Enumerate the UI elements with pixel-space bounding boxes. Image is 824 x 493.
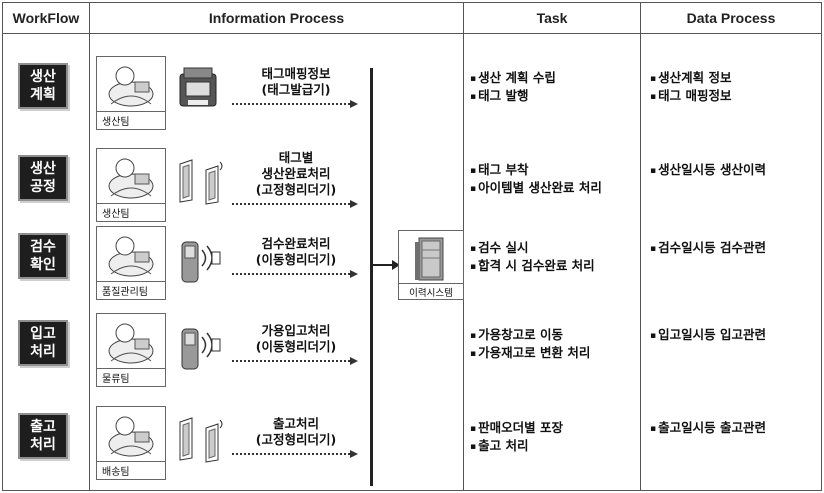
workflow-step-button[interactable]: 출고 처리: [18, 413, 68, 459]
data-item: 태그 매핑정보: [650, 88, 731, 106]
header-information-process: Information Process: [208, 10, 345, 26]
dotted-arrow: [232, 357, 358, 365]
dotted-arrow: [232, 100, 358, 108]
process-label: 태그별 생산완료처리 (고정형리더기): [255, 150, 337, 197]
task-list: 판매오더별 포장출고 처리: [470, 420, 563, 456]
data-item: 출고일시등 출고관련: [650, 420, 766, 438]
task-item: 합격 시 검수완료 처리: [470, 258, 595, 276]
task-item: 가용재고로 변환 처리: [470, 345, 590, 363]
team-label: 물류팀: [97, 368, 165, 386]
system-connector-line: [370, 68, 373, 486]
task-list: 태그 부착아이템별 생산완료 처리: [470, 162, 602, 198]
data-item: 검수일시등 검수관련: [650, 240, 766, 258]
team-card: 품질관리팀: [96, 226, 166, 300]
history-system-box: 이력시스템: [398, 230, 464, 300]
dotted-arrow: [232, 200, 358, 208]
dotted-arrow: [232, 270, 358, 278]
workflow-step-button[interactable]: 입고 처리: [18, 320, 68, 366]
task-item: 판매오더별 포장: [470, 420, 563, 438]
process-label: 가용입고처리 (이동형리더기): [255, 323, 337, 354]
task-item: 생산 계획 수립: [470, 70, 556, 88]
team-label: 생산팀: [97, 203, 165, 221]
process-label: 출고처리 (고정형리더기): [255, 416, 337, 447]
printer-icon: [176, 64, 220, 116]
workflow-step-button[interactable]: 검수 확인: [18, 233, 68, 279]
dotted-arrow: [232, 450, 358, 458]
data-process-list: 입고일시등 입고관련: [650, 327, 766, 345]
server-icon: [415, 237, 444, 281]
data-item: 생산계획 정보: [650, 70, 731, 88]
history-system-label: 이력시스템: [399, 283, 463, 299]
team-illustration-icon: [101, 317, 161, 367]
data-process-list: 검수일시등 검수관련: [650, 240, 766, 258]
system-arrow: [372, 260, 400, 270]
team-illustration-icon: [101, 152, 161, 202]
team-card: 생산팀: [96, 56, 166, 130]
team-card: 물류팀: [96, 313, 166, 387]
mobile-reader-icon: [176, 234, 224, 288]
fixed-reader-icon: [176, 156, 224, 210]
mobile-reader-icon: [176, 321, 224, 375]
fixed-reader-icon: [176, 414, 224, 468]
column-divider-1: [89, 3, 90, 490]
team-label: 생산팀: [97, 111, 165, 129]
data-process-list: 생산계획 정보태그 매핑정보: [650, 70, 731, 106]
team-illustration-icon: [101, 410, 161, 460]
team-card: 생산팀: [96, 148, 166, 222]
team-illustration-icon: [101, 60, 161, 110]
task-item: 출고 처리: [470, 438, 563, 456]
task-item: 검수 실시: [470, 240, 595, 258]
header-workflow: WorkFlow: [12, 10, 80, 26]
workflow-step-button[interactable]: 생산 공정: [18, 155, 68, 201]
task-item: 아이템별 생산완료 처리: [470, 180, 602, 198]
process-label: 검수완료처리 (이동형리더기): [255, 236, 337, 267]
workflow-step-button[interactable]: 생산 계획: [18, 63, 68, 109]
column-divider-3: [640, 3, 641, 490]
team-label: 배송팀: [97, 461, 165, 479]
task-list: 생산 계획 수립태그 발행: [470, 70, 556, 106]
task-item: 태그 부착: [470, 162, 602, 180]
header-data-process: Data Process: [686, 10, 776, 26]
task-list: 가용창고로 이동가용재고로 변환 처리: [470, 327, 590, 363]
process-label: 태그매핑정보 (태그발급기): [261, 66, 331, 97]
team-card: 배송팀: [96, 406, 166, 480]
team-illustration-icon: [101, 230, 161, 280]
task-item: 가용창고로 이동: [470, 327, 590, 345]
header-divider: [3, 33, 821, 34]
data-item: 입고일시등 입고관련: [650, 327, 766, 345]
data-process-list: 생산일시등 생산이력: [650, 162, 766, 180]
header-task: Task: [536, 10, 568, 26]
data-process-list: 출고일시등 출고관련: [650, 420, 766, 438]
data-item: 생산일시등 생산이력: [650, 162, 766, 180]
task-item: 태그 발행: [470, 88, 556, 106]
task-list: 검수 실시합격 시 검수완료 처리: [470, 240, 595, 276]
team-label: 품질관리팀: [97, 281, 165, 299]
